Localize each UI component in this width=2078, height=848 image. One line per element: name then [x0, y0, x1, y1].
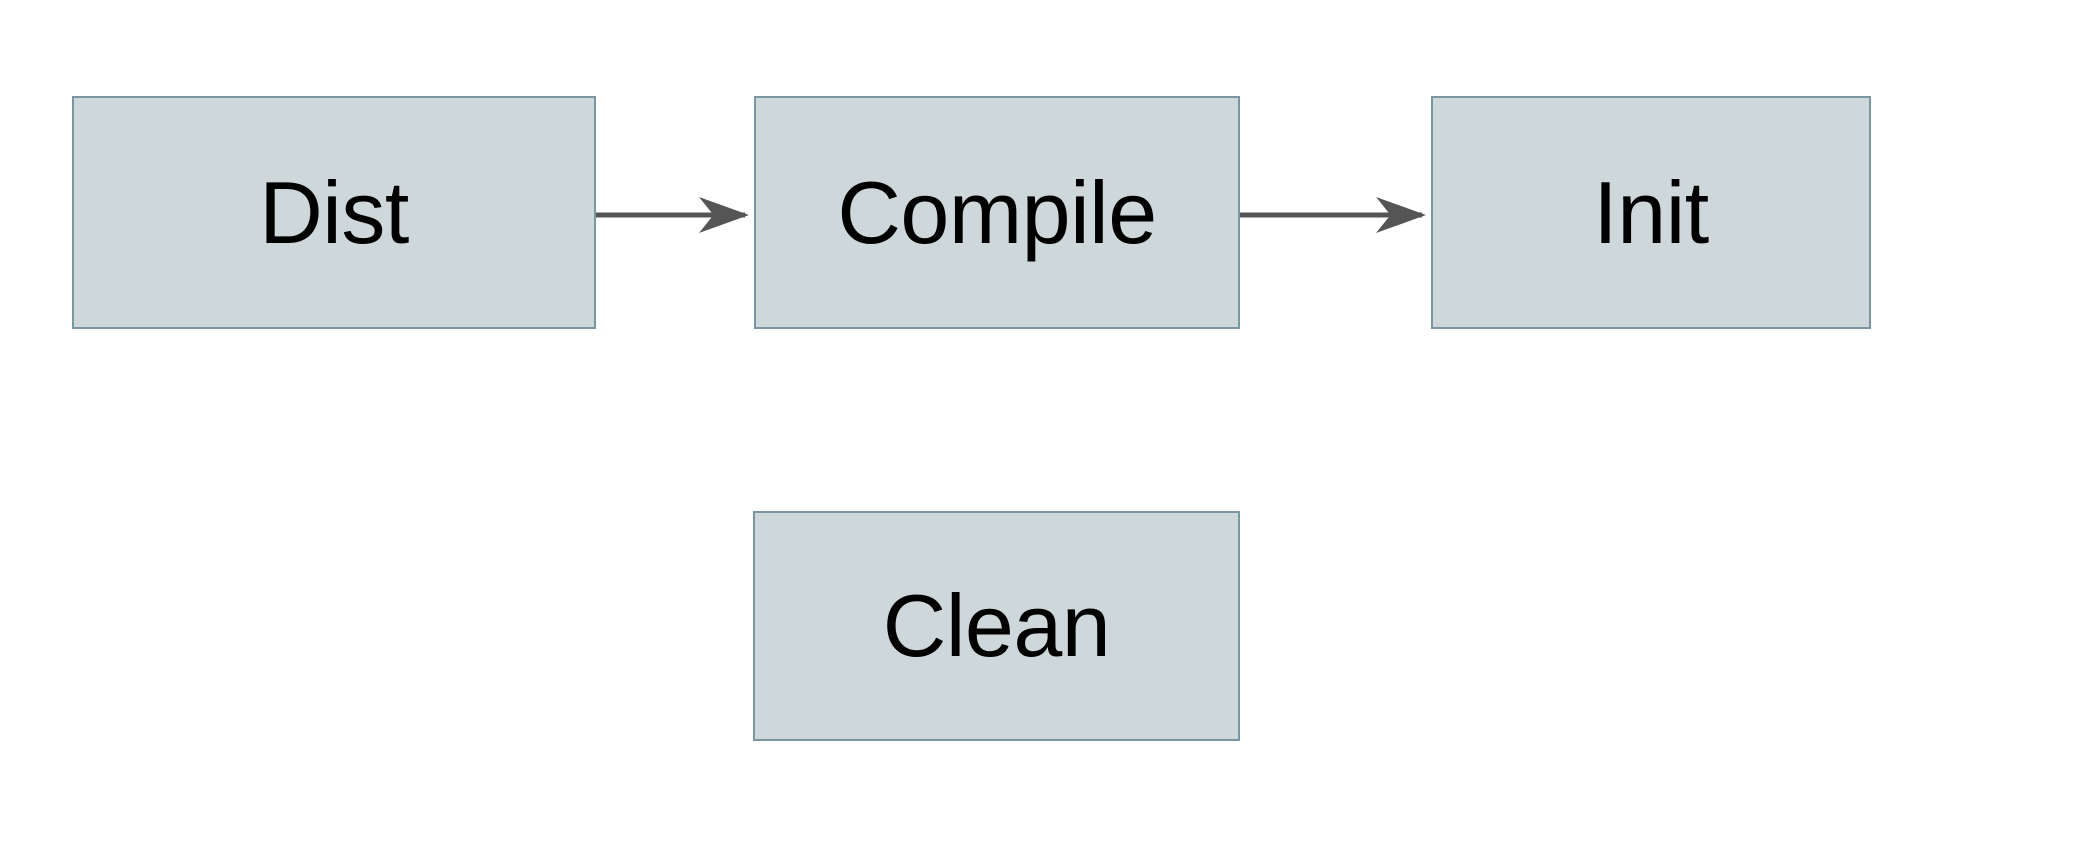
node-compile-label: Compile — [837, 162, 1157, 262]
node-dist-label: Dist — [259, 162, 409, 262]
node-clean-label: Clean — [882, 576, 1111, 675]
node-compile[interactable]: Compile — [754, 96, 1240, 329]
node-dist[interactable]: Dist — [72, 96, 596, 329]
node-init-label: Init — [1593, 162, 1709, 262]
node-init[interactable]: Init — [1431, 96, 1871, 329]
node-clean[interactable]: Clean — [753, 511, 1240, 741]
